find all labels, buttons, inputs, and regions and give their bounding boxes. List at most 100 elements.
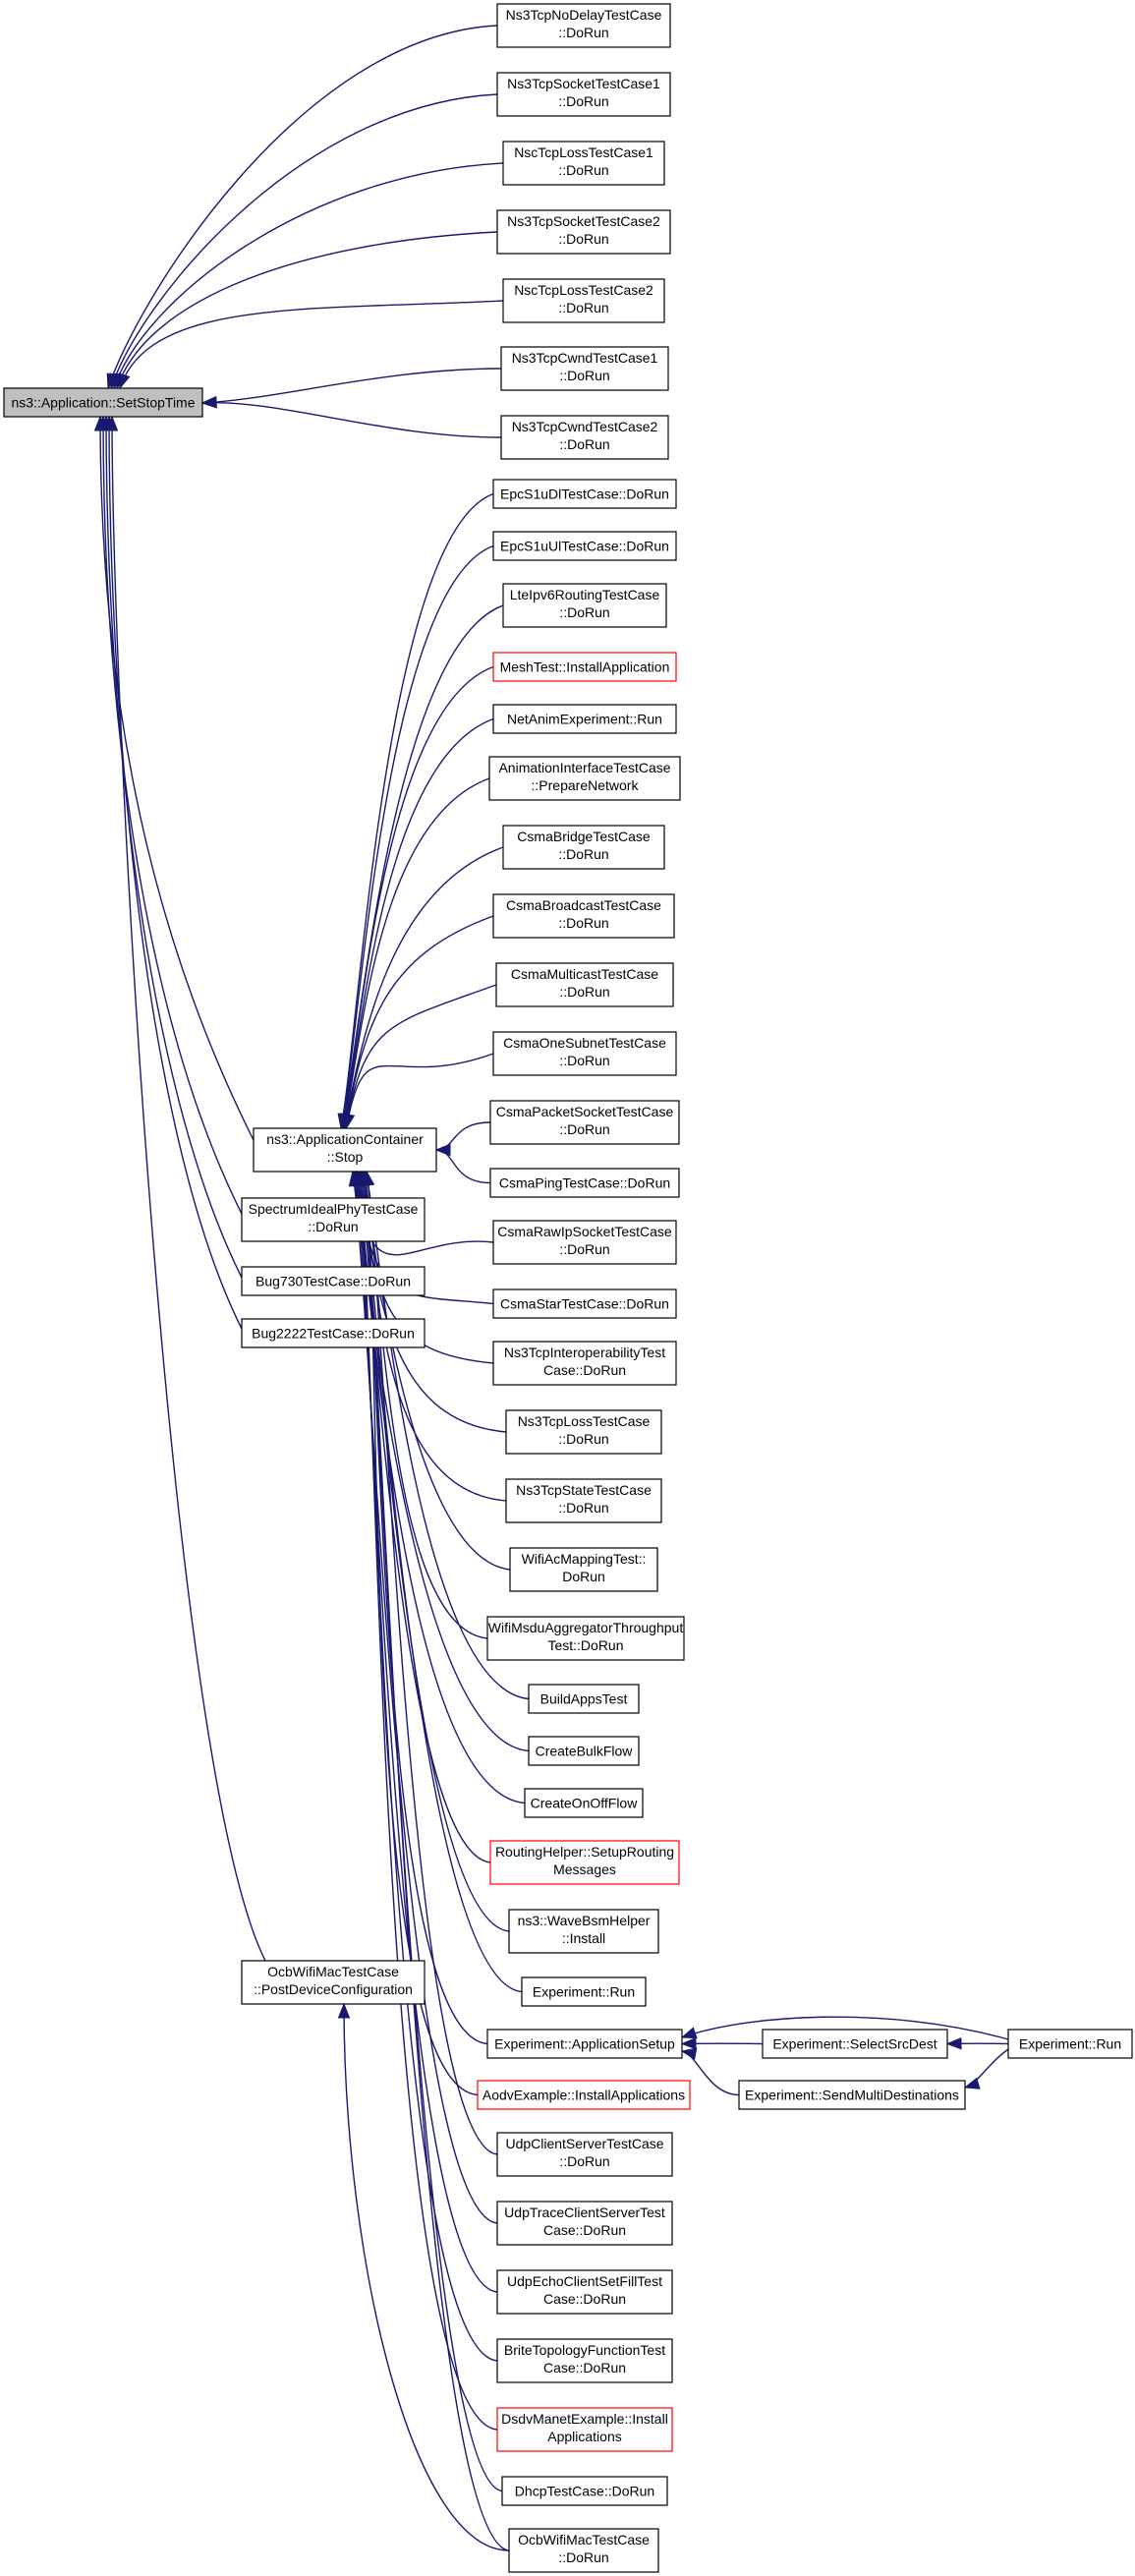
node-exprun[interactable]: Experiment::Run bbox=[521, 1976, 647, 2007]
node-cwnd1[interactable]: Ns3TcpCwndTestCase1::DoRun bbox=[500, 346, 669, 391]
node-udpecho-box bbox=[496, 2269, 673, 2315]
edge-spectrum-to-root bbox=[102, 416, 243, 1215]
node-socket2[interactable]: Ns3TcpSocketTestCase2::DoRun bbox=[496, 209, 671, 255]
edge-csmaone-to-stop bbox=[345, 1053, 494, 1129]
node-spectrum[interactable]: SpectrumIdealPhyTestCase::DoRun bbox=[241, 1197, 426, 1242]
node-csmabcast[interactable]: CsmaBroadcastTestCase::DoRun bbox=[492, 893, 675, 939]
edge-exprun2-to-appsetup-arrowhead bbox=[680, 2027, 698, 2039]
node-socket2-label-1: ::DoRun bbox=[558, 231, 608, 247]
node-csmaone-box bbox=[492, 1031, 677, 1076]
node-bug2222[interactable]: Bug2222TestCase::DoRun bbox=[241, 1318, 426, 1348]
node-nscloss1[interactable]: NscTcpLossTestCase1::DoRun bbox=[502, 141, 665, 186]
node-tcpstate[interactable]: Ns3TcpStateTestCase::DoRun bbox=[505, 1478, 662, 1523]
edge-csmamcast-to-stop bbox=[345, 984, 497, 1129]
edge-sendmulti-to-appsetup-arrowhead bbox=[680, 2047, 698, 2060]
node-ocbdorun[interactable]: OcbWifiMacTestCase::DoRun bbox=[508, 2528, 659, 2573]
node-csmabridge[interactable]: CsmaBridgeTestCase::DoRun bbox=[502, 825, 665, 870]
call-nodes: ns3::Application::SetStopTime Ns3TcpNoDel… bbox=[3, 3, 1133, 2573]
node-epcul-label-0: EpcS1uUlTestCase::DoRun bbox=[500, 539, 669, 554]
node-netanim[interactable]: NetAnimExperiment::Run bbox=[492, 704, 677, 734]
node-ocbdorun-label-0: OcbWifiMacTestCase bbox=[518, 2532, 650, 2547]
node-spectrum-box bbox=[241, 1197, 426, 1242]
node-tcpstate-label-1: ::DoRun bbox=[558, 1500, 608, 1516]
node-nscloss2[interactable]: NscTcpLossTestCase2::DoRun bbox=[502, 278, 665, 323]
node-bug730-label-0: Bug730TestCase::DoRun bbox=[255, 1274, 411, 1289]
node-ocbpost-label-1: ::PostDeviceConfiguration bbox=[254, 1981, 413, 1997]
node-csmabcast-label-0: CsmaBroadcastTestCase bbox=[506, 897, 661, 913]
node-lteipv6[interactable]: LteIpv6RoutingTestCase::DoRun bbox=[502, 583, 667, 628]
node-epcul[interactable]: EpcS1uUlTestCase::DoRun bbox=[492, 531, 677, 561]
node-routinghelper-label-1: Messages bbox=[553, 1861, 616, 1877]
node-netanim-label-0: NetAnimExperiment::Run bbox=[507, 712, 662, 727]
node-exprun2[interactable]: Experiment::Run bbox=[1007, 2029, 1133, 2059]
node-nscloss1-label-1: ::DoRun bbox=[558, 162, 608, 178]
node-udpcs-box bbox=[496, 2132, 673, 2177]
node-cwnd2-label-1: ::DoRun bbox=[559, 436, 609, 452]
node-dhcp[interactable]: DhcpTestCase::DoRun bbox=[501, 2476, 668, 2506]
node-selectsrc[interactable]: Experiment::SelectSrcDest bbox=[762, 2029, 948, 2059]
node-tcploss-box bbox=[505, 1409, 662, 1455]
node-csmastar[interactable]: CsmaStarTestCase::DoRun bbox=[492, 1288, 677, 1319]
node-tcploss[interactable]: Ns3TcpLossTestCase::DoRun bbox=[505, 1409, 662, 1455]
edge-ocbdorun-to-stop bbox=[362, 1171, 510, 2551]
edge-csmaping-to-stop bbox=[435, 1149, 491, 1184]
node-onoff[interactable]: CreateOnOffFlow bbox=[524, 1788, 644, 1818]
node-udpecho-label-0: UdpEchoClientSetFillTest bbox=[507, 2273, 662, 2289]
node-bulkflow[interactable]: CreateBulkFlow bbox=[528, 1736, 640, 1766]
node-csmaraw[interactable]: CsmaRawIpSocketTestCase::DoRun bbox=[492, 1220, 677, 1265]
node-aodv-box bbox=[477, 2080, 691, 2110]
edge-ocbpost-to-root-arrowhead bbox=[105, 415, 119, 431]
node-csmaping[interactable]: CsmaPingTestCase::DoRun bbox=[489, 1168, 680, 1198]
node-root[interactable]: ns3::Application::SetStopTime bbox=[3, 387, 203, 418]
node-meshtest[interactable]: MeshTest::InstallApplication bbox=[492, 652, 677, 682]
edge-epcul-to-stop bbox=[340, 544, 494, 1129]
edge-exprun2-to-appsetup bbox=[681, 2016, 1009, 2040]
node-dsdv[interactable]: DsdvManetExample::InstallApplications bbox=[496, 2407, 673, 2452]
edge-ocbpost-to-root bbox=[111, 416, 266, 1962]
node-sendmulti[interactable]: Experiment::SendMultiDestinations bbox=[738, 2080, 966, 2110]
node-udpcs[interactable]: UdpClientServerTestCase::DoRun bbox=[496, 2132, 673, 2177]
node-tcpinterop-label-1: Case::DoRun bbox=[543, 1362, 626, 1378]
node-csmaone[interactable]: CsmaOneSubnetTestCase::DoRun bbox=[492, 1031, 677, 1076]
node-wavebsm[interactable]: ns3::WaveBsmHelper::Install bbox=[508, 1909, 659, 1954]
node-cwnd1-label-0: Ns3TcpCwndTestCase1 bbox=[512, 350, 658, 366]
node-animiface[interactable]: AnimationInterfaceTestCase::PrepareNetwo… bbox=[488, 756, 681, 801]
node-ocbpost-label-0: OcbWifiMacTestCase bbox=[267, 1964, 399, 1979]
node-meshtest-label-0: MeshTest::InstallApplication bbox=[500, 659, 670, 675]
node-appsetup[interactable]: Experiment::ApplicationSetup bbox=[486, 2029, 683, 2059]
node-exprun-label-0: Experiment::Run bbox=[533, 1984, 635, 2000]
node-onoff-label-0: CreateOnOffFlow bbox=[531, 1796, 639, 1811]
node-csmaping-box bbox=[489, 1168, 680, 1198]
node-nodelay-label-0: Ns3TcpNoDelayTestCase bbox=[506, 7, 662, 23]
node-appcontainer-label-1: ::Stop bbox=[327, 1149, 364, 1165]
node-csmamcast-box bbox=[495, 962, 674, 1007]
node-appcontainer[interactable]: ns3::ApplicationContainer::Stop bbox=[253, 1127, 437, 1173]
edge-meshtest-to-stop bbox=[342, 665, 494, 1129]
node-wifiac-label-0: WifiAcMappingTest:: bbox=[522, 1551, 647, 1567]
node-socket1[interactable]: Ns3TcpSocketTestCase1::DoRun bbox=[496, 72, 671, 117]
node-nodelay[interactable]: Ns3TcpNoDelayTestCase::DoRun bbox=[496, 3, 671, 48]
edge-routinghelper-to-stop bbox=[356, 1171, 491, 1863]
node-bug730[interactable]: Bug730TestCase::DoRun bbox=[241, 1266, 426, 1296]
node-ocbpost[interactable]: OcbWifiMacTestCase::PostDeviceConfigurat… bbox=[241, 1960, 426, 2005]
edge-csmaone-to-stop-arrowhead bbox=[342, 1113, 356, 1130]
node-csmamcast[interactable]: CsmaMulticastTestCase::DoRun bbox=[495, 962, 674, 1007]
node-buildapps[interactable]: BuildAppsTest bbox=[528, 1684, 640, 1714]
node-wifiac[interactable]: WifiAcMappingTest::DoRun bbox=[509, 1547, 658, 1592]
node-aodv[interactable]: AodvExample::InstallApplications bbox=[477, 2080, 691, 2110]
node-csmapkt[interactable]: CsmaPacketSocketTestCase::DoRun bbox=[489, 1100, 680, 1145]
node-buildapps-box bbox=[528, 1684, 640, 1714]
node-socket1-box bbox=[496, 72, 671, 117]
node-epcdl[interactable]: EpcS1uDlTestCase::DoRun bbox=[492, 479, 677, 509]
node-wifimsdu-box bbox=[486, 1616, 685, 1661]
node-cwnd2[interactable]: Ns3TcpCwndTestCase2::DoRun bbox=[500, 415, 669, 460]
node-csmaraw-label-0: CsmaRawIpSocketTestCase bbox=[497, 1224, 672, 1239]
edge-nscloss1-to-root bbox=[113, 162, 504, 389]
node-udpecho-label-1: Case::DoRun bbox=[543, 2291, 626, 2307]
